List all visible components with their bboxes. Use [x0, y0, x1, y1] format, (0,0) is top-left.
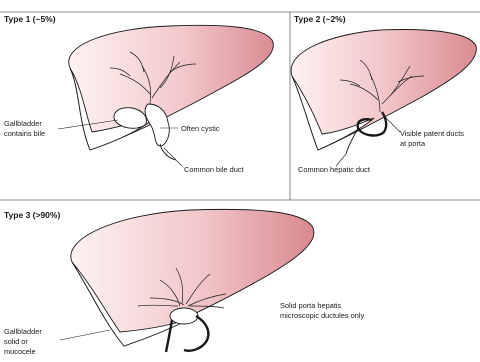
- label-common-bile-duct: Common bile duct: [184, 165, 244, 174]
- label-gallbladder-1-line2: contains bile: [4, 129, 45, 138]
- label-visible-ducts-line2: at porta: [400, 139, 426, 148]
- label-solid-porta-line1: Solid porta hepatis: [280, 301, 342, 310]
- label-often-cystic: Often cystic: [181, 124, 220, 133]
- label-gallbladder-3-line1: Gallbladder: [4, 327, 42, 336]
- label-gallbladder-3-line3: mucocele: [4, 347, 36, 356]
- liver-3: [71, 209, 314, 346]
- leader-gallbladder-3: [60, 330, 110, 340]
- leader-common-bile-duct: [164, 148, 182, 166]
- solid-porta-3: [170, 308, 198, 324]
- panel-3-title: Type 3 (>90%): [4, 210, 60, 220]
- panel-type-2: Type 2 (~2%) Visible patent ducts at por…: [291, 14, 476, 174]
- leader-visible-ducts: [386, 118, 400, 132]
- panel-type-3: Type 3 (>90%) Solid porta hepatis micros…: [4, 209, 365, 356]
- label-visible-ducts-line1: Visible patent ducts: [400, 129, 464, 138]
- panel-type-1: Type 1 (~5%) Gallbladder contains bile O…: [4, 14, 273, 174]
- label-common-hepatic-duct: Common hepatic duct: [298, 165, 370, 174]
- label-solid-porta-line2: microscopic ductules only: [280, 311, 365, 320]
- panel-2-title: Type 2 (~2%): [294, 14, 346, 24]
- panel-1-title: Type 1 (~5%): [4, 14, 56, 24]
- label-gallbladder-1-line1: Gallbladder: [4, 119, 42, 128]
- label-gallbladder-3-line2: solid or: [4, 337, 28, 346]
